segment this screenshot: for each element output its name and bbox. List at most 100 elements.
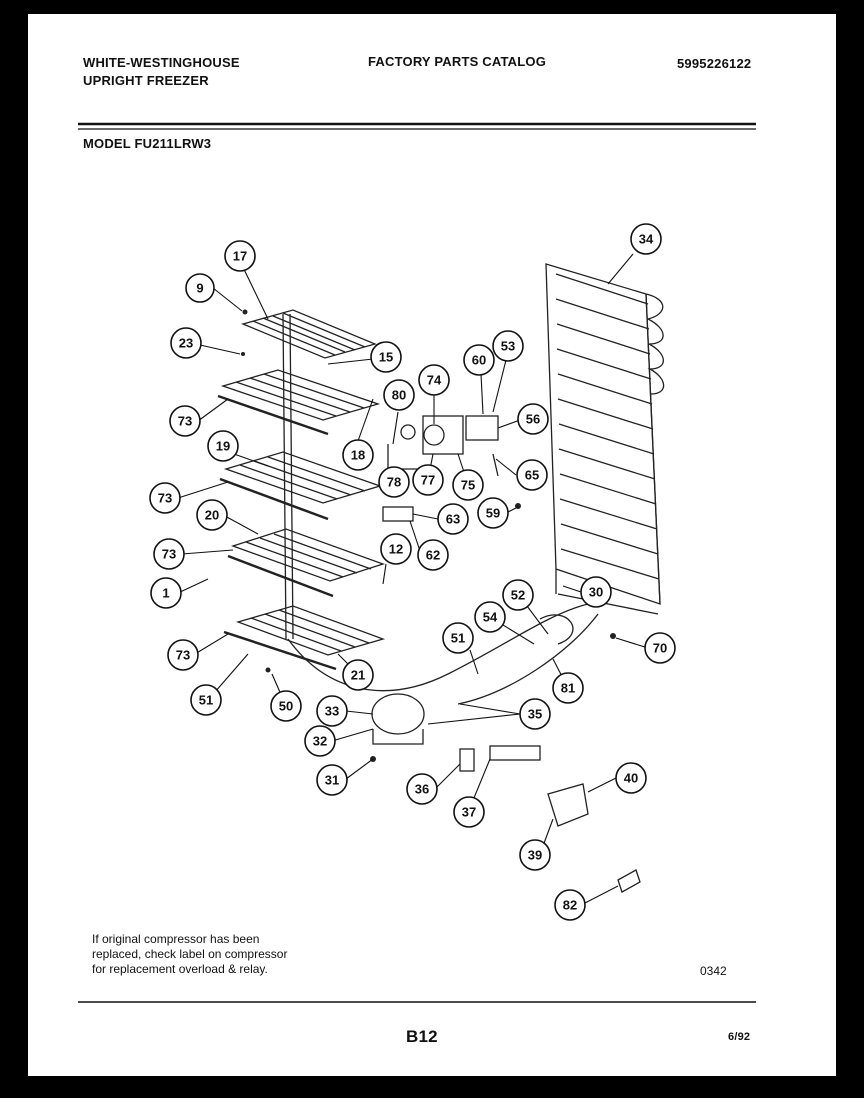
callout-30: 30: [580, 576, 612, 608]
callout-73d: 73: [167, 639, 199, 671]
callout-19: 19: [207, 430, 239, 462]
svg-text:73: 73: [176, 648, 190, 663]
svg-text:56: 56: [526, 412, 540, 427]
callout-60: 60: [463, 344, 495, 376]
callout-18: 18: [342, 439, 374, 471]
illustration-code: 0342: [700, 964, 727, 978]
exploded-parts-diagram: 17 9 23 15 73 18 19 73 20 73 12 1 73 21 …: [78, 122, 756, 1003]
svg-text:60: 60: [472, 353, 486, 368]
shelf-rack-4: [227, 528, 386, 598]
svg-text:17: 17: [233, 249, 247, 264]
callout-21: 21: [342, 659, 374, 691]
callout-50: 50: [270, 690, 302, 722]
callout-78: 78: [378, 466, 410, 498]
svg-text:39: 39: [528, 848, 542, 863]
callout-17: 17: [224, 240, 256, 272]
svg-text:62: 62: [426, 548, 440, 563]
callout-63: 63: [437, 503, 469, 535]
compressor-note: If original compressor has been replaced…: [92, 932, 288, 976]
svg-text:50: 50: [279, 699, 293, 714]
svg-text:15: 15: [379, 350, 393, 365]
svg-text:81: 81: [561, 681, 575, 696]
callout-33: 33: [316, 695, 348, 727]
svg-text:31: 31: [325, 773, 339, 788]
svg-text:70: 70: [653, 641, 667, 656]
callout-52: 52: [502, 579, 534, 611]
callout-82: 82: [554, 889, 586, 921]
svg-text:59: 59: [486, 506, 500, 521]
svg-text:30: 30: [589, 585, 603, 600]
brand-line-2: UPRIGHT FREEZER: [83, 73, 209, 88]
parts-catalog-page: WHITE-WESTINGHOUSE UPRIGHT FREEZER FACTO…: [28, 14, 836, 1076]
svg-text:19: 19: [216, 439, 230, 454]
callout-65: 65: [516, 459, 548, 491]
svg-text:53: 53: [501, 339, 515, 354]
callout-75: 75: [452, 469, 484, 501]
callout-23: 23: [170, 327, 202, 359]
svg-text:82: 82: [563, 898, 577, 913]
svg-text:73: 73: [178, 414, 192, 429]
refrigerant-line: [287, 603, 589, 692]
callout-36: 36: [406, 773, 438, 805]
svg-text:65: 65: [525, 468, 539, 483]
shelf-rack-5: [223, 605, 386, 671]
revision-date: 6/92: [728, 1031, 751, 1043]
shelf-wire-racks: [217, 309, 589, 692]
svg-text:78: 78: [387, 475, 401, 490]
shelf-rack-2: [217, 369, 381, 436]
callout-74: 74: [418, 364, 450, 396]
callout-70: 70: [644, 632, 676, 664]
callout-39: 39: [519, 839, 551, 871]
callout-1: 1: [150, 577, 182, 609]
svg-text:73: 73: [158, 491, 172, 506]
svg-text:74: 74: [427, 373, 442, 388]
svg-text:51: 51: [199, 693, 213, 708]
callout-20: 20: [196, 499, 228, 531]
svg-text:63: 63: [446, 512, 460, 527]
svg-text:18: 18: [351, 448, 365, 463]
catalog-title: FACTORY PARTS CATALOG: [368, 54, 547, 69]
svg-text:40: 40: [624, 771, 638, 786]
page-id: B12: [406, 1027, 438, 1046]
svg-text:54: 54: [483, 610, 498, 625]
callout-40: 40: [615, 762, 647, 794]
svg-text:36: 36: [415, 782, 429, 797]
svg-text:32: 32: [313, 734, 327, 749]
catalog-number: 5995226122: [677, 56, 752, 71]
callout-53: 53: [492, 330, 524, 362]
compressor-assembly: [371, 613, 641, 893]
svg-text:12: 12: [389, 542, 403, 557]
brand-line-1: WHITE-WESTINGHOUSE: [83, 55, 240, 70]
leader-lines: [177, 253, 649, 904]
svg-text:51: 51: [451, 631, 465, 646]
callout-34: 34: [630, 223, 662, 255]
callout-9: 9: [185, 273, 215, 303]
svg-text:75: 75: [461, 478, 475, 493]
svg-text:37: 37: [462, 805, 476, 820]
evaporator-coil: [545, 263, 665, 615]
shelf-rack-1: [241, 309, 377, 359]
model-number: MODEL FU211LRW3: [83, 136, 212, 151]
tubing-vertical: [282, 313, 287, 640]
svg-text:9: 9: [196, 281, 203, 296]
callout-73b: 73: [149, 482, 181, 514]
callout-80: 80: [383, 379, 415, 411]
callout-62: 62: [417, 539, 449, 571]
tubing-vertical-2: [289, 313, 294, 640]
callout-32: 32: [304, 725, 336, 757]
callout-77: 77: [412, 464, 444, 496]
callout-37: 37: [453, 796, 485, 828]
svg-text:21: 21: [351, 668, 365, 683]
svg-text:35: 35: [528, 707, 542, 722]
callout-81: 81: [552, 672, 584, 704]
callout-54: 54: [474, 601, 506, 633]
svg-text:33: 33: [325, 704, 339, 719]
svg-text:23: 23: [179, 336, 193, 351]
callout-15: 15: [370, 341, 402, 373]
callout-73c: 73: [153, 538, 185, 570]
svg-text:73: 73: [162, 547, 176, 562]
callout-73a: 73: [169, 405, 201, 437]
callout-31: 31: [316, 764, 348, 796]
callout-51a: 51: [190, 684, 222, 716]
callout-59: 59: [477, 497, 509, 529]
